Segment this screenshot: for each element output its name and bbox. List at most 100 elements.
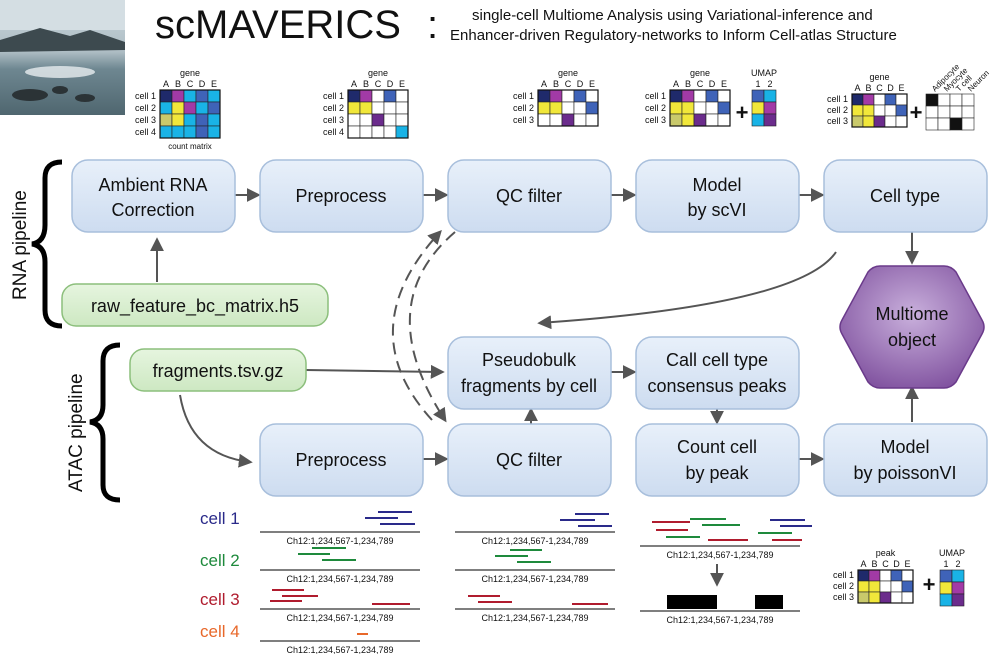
umap-cell <box>951 569 965 583</box>
matrix-cell <box>383 113 397 127</box>
pseudobulk-label-line1: Pseudobulk <box>482 350 577 370</box>
matrix-cell <box>895 115 908 128</box>
matrix-col-label: C <box>697 79 704 89</box>
matrix-cell <box>705 113 719 127</box>
consensus-label-line2: consensus peaks <box>647 376 786 396</box>
matrix-row-label: cell 2 <box>513 103 534 113</box>
peak-block <box>667 595 717 609</box>
matrix-cell <box>857 580 870 593</box>
consensus-label-line1: Call cell type <box>666 350 768 370</box>
cell-3-label: cell 3 <box>200 590 240 609</box>
matrix-cell <box>347 125 361 139</box>
matrix-cell <box>371 101 385 115</box>
matrix-cell <box>371 125 385 139</box>
celltype-cell <box>949 105 963 119</box>
matrix-cell <box>895 93 908 106</box>
matrix-cell <box>207 113 221 127</box>
atac-pipeline-label: ATAC pipeline <box>66 373 87 492</box>
matrix-col-label: A <box>163 79 169 89</box>
umap-cell <box>763 89 777 103</box>
celltype-cell <box>937 117 951 131</box>
matrix-cell <box>585 113 599 127</box>
rna-brace <box>31 159 63 329</box>
matrix-cell <box>537 101 551 115</box>
matrix-cell <box>901 591 914 604</box>
matrix-cell <box>705 101 719 115</box>
matrix-row-label: cell 3 <box>833 592 854 602</box>
matrix-cell <box>359 125 373 139</box>
count-cell-by-peak-box: Count cell by peak <box>635 423 800 497</box>
track-qc-2: Ch12:1,234,567-1,234,789 <box>455 549 615 584</box>
matrix-cell <box>371 89 385 103</box>
matrix-col-label: C <box>187 79 194 89</box>
matrix-row-label: cell 2 <box>827 105 848 115</box>
umap-cell <box>939 581 953 595</box>
matrix-row-label: cell 3 <box>645 115 666 125</box>
track-qc-3: Ch12:1,234,567-1,234,789 <box>455 595 615 623</box>
coastal-photo <box>0 0 125 115</box>
cell-type-box: Cell type <box>823 159 988 233</box>
matrix-row-label: cell 1 <box>827 94 848 104</box>
page-title: scMAVERICS <box>155 3 401 47</box>
matrix-col-label: E <box>721 79 727 89</box>
umap-cell <box>751 89 765 103</box>
plus-sign: + <box>736 100 749 125</box>
matrix-cell <box>851 104 864 117</box>
matrix-row-label: cell 3 <box>323 115 344 125</box>
celltype-cell <box>925 117 939 131</box>
matrix-row-label: cell 3 <box>827 116 848 126</box>
matrix-cell <box>371 113 385 127</box>
atac-input-filename: fragments.tsv.gz <box>153 361 284 381</box>
umap-col-label: 2 <box>767 79 772 89</box>
multiome-label-line1: Multiome <box>875 304 948 324</box>
matrix-row-label: cell 1 <box>135 91 156 101</box>
umap-col-label: 2 <box>955 559 960 569</box>
umap-cell <box>763 101 777 115</box>
matrix-cell <box>890 580 903 593</box>
matrix-cell <box>573 101 587 115</box>
matrix-col-label: B <box>553 79 559 89</box>
matrix-cell <box>347 101 361 115</box>
pseudobulk-label-line2: fragments by cell <box>461 376 597 396</box>
multiome-object: Multiome object <box>839 265 985 389</box>
matrix-col-label: C <box>375 79 382 89</box>
track-coordinate: Ch12:1,234,567-1,234,789 <box>286 536 393 546</box>
matrix-cell <box>717 89 731 103</box>
rna-preprocess-box: Preprocess <box>259 159 424 233</box>
matrix-cell <box>171 101 185 115</box>
matrix-col-label: B <box>865 83 871 93</box>
matrix-row-label: cell 3 <box>135 115 156 125</box>
matrix-col-label: B <box>363 79 369 89</box>
matrix-cell <box>171 125 185 139</box>
matrix-cell <box>549 101 563 115</box>
matrix-cell <box>561 89 575 103</box>
matrix-cell <box>395 89 409 103</box>
matrix-col-label: A <box>673 79 679 89</box>
matrix-cell <box>359 101 373 115</box>
celltype-cell <box>937 105 951 119</box>
matrix-cell <box>207 89 221 103</box>
matrix-axis-label: peak <box>876 548 896 558</box>
matrix-row-label: cell 2 <box>135 103 156 113</box>
matrix-cell <box>693 113 707 127</box>
cell-track-labels: cell 1 cell 2 cell 3 cell 4 <box>200 509 240 641</box>
matrix-col-label: D <box>709 79 716 89</box>
connectors <box>150 188 919 468</box>
pseudobulk-track: Ch12:1,234,567-1,234,789Ch12:1,234,567-1… <box>640 518 812 625</box>
umap-cell <box>939 569 953 583</box>
matrix-cell <box>549 89 563 103</box>
track-cell-3: Ch12:1,234,567-1,234,789 <box>260 589 420 623</box>
track-coordinate: Ch12:1,234,567-1,234,789 <box>666 550 773 560</box>
matrix-cell <box>693 89 707 103</box>
celltype-cell <box>925 105 939 119</box>
matrix-cell <box>868 580 881 593</box>
matrix-cell <box>705 89 719 103</box>
umap-cell <box>751 101 765 115</box>
matrix-cell <box>857 591 870 604</box>
celltype-cell <box>949 117 963 131</box>
matrix-col-label: C <box>876 83 883 93</box>
